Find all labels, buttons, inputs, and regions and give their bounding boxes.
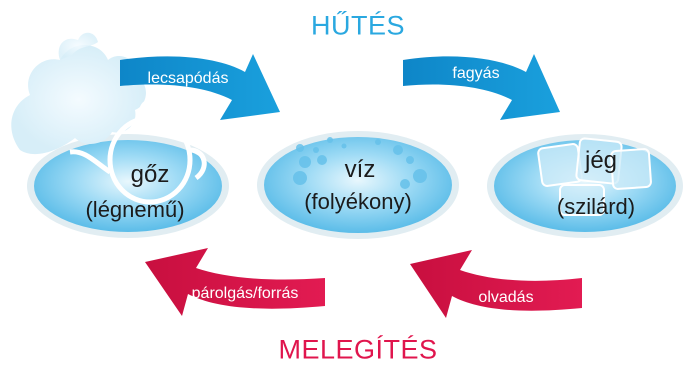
heating-title: MELEGÍTÉS (278, 334, 438, 365)
arrow-evaporation (145, 248, 325, 316)
pool-liquid (257, 131, 459, 239)
freezing-label: fagyás (452, 65, 500, 82)
arrow-freezing (403, 54, 560, 120)
state-liquid-form: (folyékony) (304, 189, 412, 214)
melting-label: olvadás (478, 289, 534, 306)
state-liquid-name: víz (344, 156, 376, 183)
water-drops-icon (293, 137, 427, 189)
state-gas-form: (légnemű) (85, 197, 185, 222)
arrow-condensation (120, 54, 280, 120)
steam-cloud-icon (11, 32, 146, 155)
state-solid-name: jég (584, 147, 618, 174)
pool-gas (27, 134, 229, 238)
cooling-title: HŰTÉS (310, 10, 406, 41)
evaporation-label: párolgás/forrás (191, 285, 299, 302)
teapot-icon (69, 99, 207, 205)
condensation-label: lecsapódás (147, 70, 229, 87)
state-gas-name: gőz (130, 161, 170, 188)
arrow-melting (410, 250, 582, 318)
ice-cubes-icon (537, 137, 652, 216)
state-solid-form: (szilárd) (556, 194, 636, 219)
